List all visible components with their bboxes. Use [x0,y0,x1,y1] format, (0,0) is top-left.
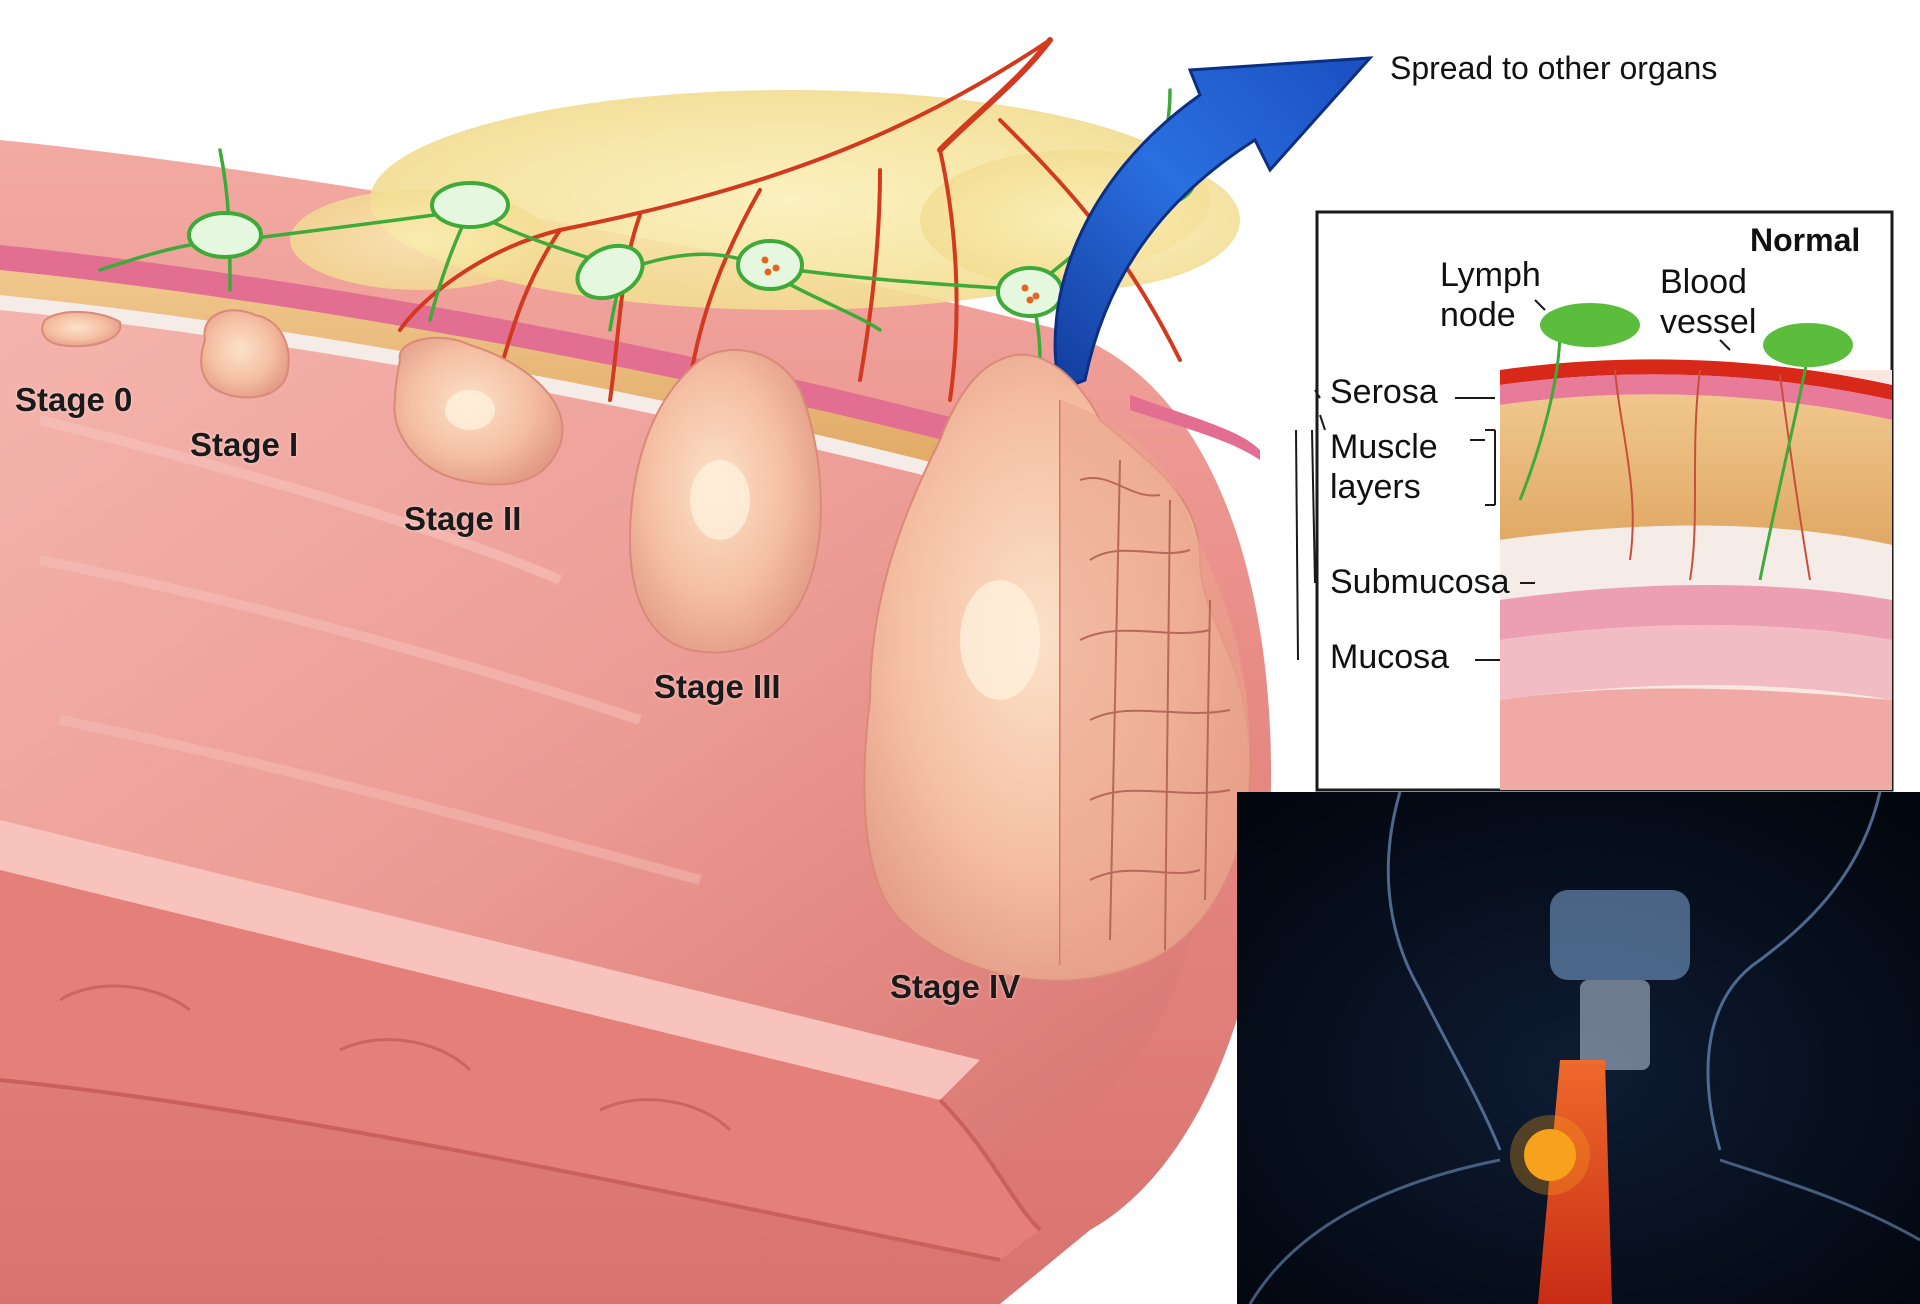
lymph-node-2 [430,181,510,229]
tumor-stage-0 [41,311,122,348]
stage-1-label: Stage I [190,426,299,463]
lymph-node-1 [187,211,263,259]
mucosa-label: Mucosa [1330,638,1450,676]
inset-blood-vessel-label: Blood vessel [1660,263,1757,341]
spread-arrow [1053,56,1374,393]
tumors [41,309,1252,982]
esophagus-xray-panel [1237,791,1920,1304]
muscle-layers-label: Muscle layers [1330,428,1438,506]
spread-label: Spread to other organs [1390,50,1718,86]
stage-2-label: Stage II [404,500,522,537]
lymph-node-3 [575,243,645,301]
esophageal-tumor [1524,1129,1576,1181]
inset-title: Normal [1750,222,1861,258]
lymph-node-4 [736,239,804,291]
submucosa-label: Submucosa [1330,563,1510,601]
normal-wall-inset [1295,210,1894,792]
tumor-stage-1 [200,309,290,399]
serosa-label: Serosa [1330,373,1438,411]
inset-lymph-node-2 [1763,323,1853,367]
stage-3-label: Stage III [654,668,781,705]
inset-lymph-node-1 [1540,303,1640,347]
lymph-node-5 [996,266,1064,318]
stage-4-label: Stage IV [890,968,1021,1005]
inset-lymph-node-label: Lymph node [1440,256,1541,334]
stage-0-label: Stage 0 [15,381,133,418]
